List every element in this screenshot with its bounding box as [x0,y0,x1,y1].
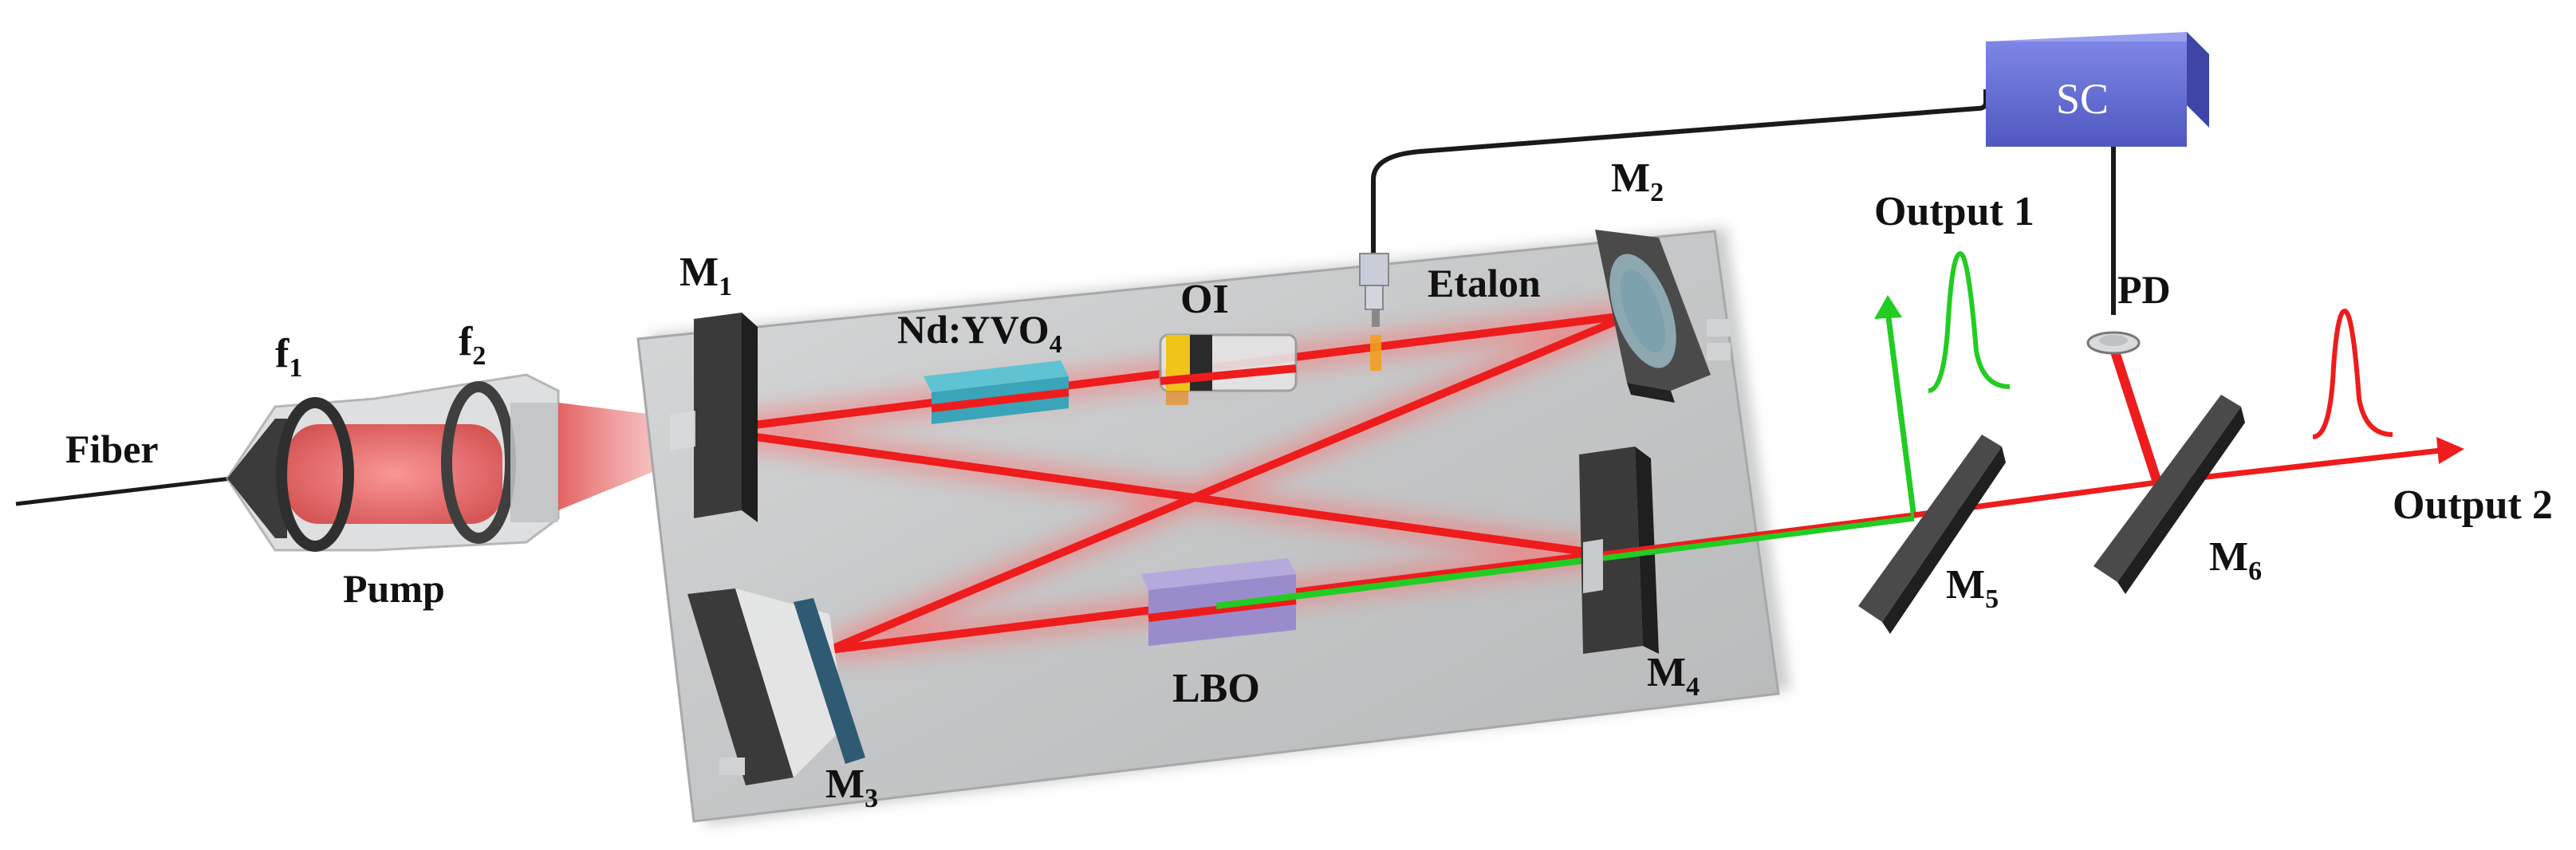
m6-label: M6 [2209,534,2262,586]
lbo-crystal-icon [1140,558,1297,646]
ndyvo4-label: Nd:YVO4 [897,307,1062,358]
pd-label: PD [2117,267,2171,312]
pump-label: Pump [343,566,445,611]
fiber-line [15,476,232,506]
beam-m1-m4 [706,427,1607,558]
lbo-label: LBO [1172,666,1260,711]
etalon-label: Etalon [1428,261,1541,305]
fiber-label: Fiber [65,427,159,471]
output1-beam [1885,310,1917,519]
output1-label: Output 1 [1874,189,2034,234]
etalon-cable [1371,89,1988,263]
output1-pulse-icon [1928,250,2011,393]
pump-head [226,373,560,552]
m2-mirror-icon [1595,230,1731,403]
sc-label: SC [2056,75,2109,123]
output2-label: Output 2 [2393,482,2553,528]
beam-m2-m3 [825,311,1635,654]
m4-label: M4 [1647,650,1700,702]
sc-controller-box-icon [1986,32,2209,147]
output2-pulse-icon [2312,308,2393,439]
pd-photodiode-icon [2086,331,2141,355]
m5-mirror-icon [1858,435,2006,634]
m1-label: M1 [679,250,732,301]
etalon-icon [1359,253,1389,371]
output1-arrow-icon [1874,295,1902,319]
f1-label: f1 [275,331,302,383]
m4-mirror-icon [1579,447,1659,654]
m3-mirror-icon [687,588,865,785]
f2-label: f2 [459,319,486,371]
output2-arrow-icon [2436,437,2464,464]
m5-label: M5 [1946,562,1999,614]
m1-mirror-icon [670,313,758,522]
oi-label: OI [1180,277,1229,322]
pump-beam [287,424,502,524]
beam-red-m6-pd [2109,345,2162,484]
m6-mirror-icon [2093,395,2245,594]
oi-isolator-icon [1159,333,1298,405]
beam-green-m4-m5 [1602,515,1915,561]
beam-green-lbo-m4 [1215,555,1604,609]
m2-label: M2 [1611,155,1664,207]
beam-red-m4-m5 [1602,512,1915,557]
f1-lens-icon [276,397,354,552]
ndyvo4-crystal-icon [924,360,1069,424]
m3-label: M3 [825,761,878,813]
